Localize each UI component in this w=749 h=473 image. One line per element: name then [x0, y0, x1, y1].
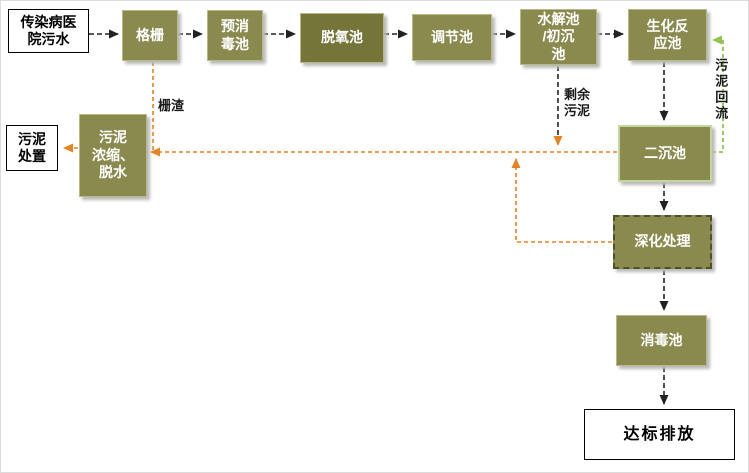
node-sludge-disposal-label: 污泥 处置	[18, 130, 46, 165]
node-biochemical-label: 生化反 应池	[646, 17, 689, 52]
node-source: 传染病医 院污水	[8, 9, 89, 53]
node-biochemical: 生化反 应池	[628, 9, 707, 61]
node-grid-label: 格栅	[136, 26, 164, 43]
node-source-label: 传染病医 院污水	[20, 13, 77, 48]
node-hydrolysis: 水解池 /初沉 池	[520, 9, 597, 65]
node-advanced-treatment: 深化处理	[613, 215, 712, 269]
node-disinfection: 消毒池	[616, 315, 707, 366]
node-secondary-sedimentation-label: 二沉池	[644, 144, 686, 161]
label-sludge-return: 污泥回流	[713, 58, 729, 122]
label-grid-residue: 栅渣	[158, 98, 185, 113]
node-regulating-label: 调节池	[431, 28, 473, 45]
node-discharge: 达标排放	[584, 409, 735, 460]
node-disinfection-label: 消毒池	[640, 331, 683, 348]
node-deoxygenation-label: 脱氧池	[321, 29, 363, 46]
node-advanced-treatment-label: 深化处理	[634, 233, 691, 250]
node-deoxygenation: 脱氧池	[300, 13, 384, 63]
node-sludge-thickening-label: 污泥 浓缩、 脱水	[92, 129, 134, 181]
node-secondary-sedimentation: 二沉池	[618, 125, 712, 182]
node-sludge-thickening: 污泥 浓缩、 脱水	[79, 114, 147, 197]
node-regulating: 调节池	[412, 14, 492, 61]
node-grid: 格栅	[122, 10, 178, 61]
arrow-sludge-return	[712, 35, 724, 153]
node-sludge-disposal: 污泥 处置	[6, 125, 58, 171]
arrow-advanced-sludge-return	[511, 158, 612, 243]
node-hydrolysis-label: 水解池 /初沉 池	[537, 10, 580, 62]
node-pre-disinfection: 预消 毒池	[207, 10, 263, 61]
label-excess-sludge: 剩余 污泥	[564, 87, 591, 119]
node-discharge-label: 达标排放	[623, 425, 696, 443]
node-pre-disinfection-label: 预消 毒池	[221, 18, 249, 52]
